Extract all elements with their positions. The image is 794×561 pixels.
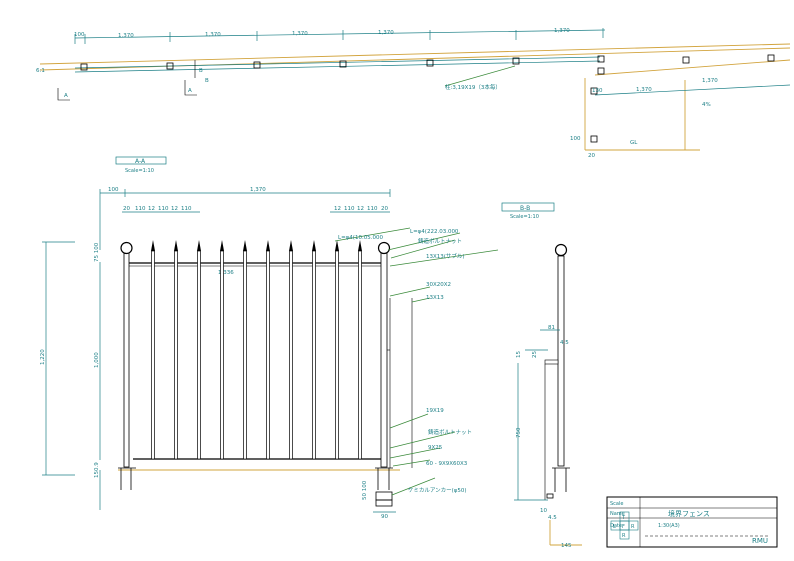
plan-small-dim-3: 20 <box>588 153 595 159</box>
aa-dim-bottom-gap: 150.9 <box>94 462 100 478</box>
plan-dim-5: 1,370 <box>554 28 570 34</box>
aa-sub-l2: 12 <box>148 206 155 212</box>
fence-picket <box>335 240 339 460</box>
aa-note-5: 13X13 <box>426 295 444 301</box>
aa-sub-r2: 12 <box>357 206 364 212</box>
aa-sub-l3: 110 <box>158 206 169 212</box>
fence-picket <box>220 240 224 460</box>
aa-sub-r0: 12 <box>334 206 341 212</box>
aa-note-0: L=φ4(10.05.000 <box>338 235 383 241</box>
aa-dim-panel-height: 1,000 <box>94 352 100 368</box>
aa-dim-100: 100 <box>108 187 119 193</box>
bb-dim-3: 25 <box>532 351 538 358</box>
plan-post-note: 柱:3,19X19（3本毎） <box>445 83 501 91</box>
view-bb-section: B-B Scale=1:10 81 4.5 15 25 750 10 4.5 1… <box>501 202 582 549</box>
bb-dim-2: 15 <box>516 351 522 358</box>
tb-name: 境界フェンス <box>668 509 710 518</box>
plan-dim-right: 1,370 <box>636 87 652 93</box>
aa-sub-l4: 12 <box>171 206 178 212</box>
fence-picket <box>358 240 362 460</box>
bb-dim-7: 145 <box>561 543 572 549</box>
aa-note-2: 鋳造ボルトナット <box>418 237 462 245</box>
plan-small-dim: 130 <box>592 88 603 94</box>
fence-picket <box>174 240 178 460</box>
bb-dim-1: 4.5 <box>560 340 569 346</box>
plan-section-mark-a1: A <box>64 93 68 99</box>
plan-dim-4: 1,370 <box>378 30 394 36</box>
bb-dim-0: 81 <box>548 325 555 331</box>
fence-picket <box>312 240 316 460</box>
tb-view-l: L <box>613 524 616 530</box>
view-aa-scale: Scale=1:10 <box>125 168 154 174</box>
aa-note-3: 13X13(サブル) <box>426 252 465 260</box>
tb-view-r: R <box>631 524 635 530</box>
tb-view-t: T <box>621 515 626 521</box>
plan-dim-0: 100 <box>74 32 85 38</box>
fence-picket <box>151 240 155 460</box>
plan-section-mark-a2: A <box>188 88 192 94</box>
aa-pickets <box>151 240 362 460</box>
aa-sub-l0: 20 <box>123 206 130 212</box>
plan-small-dim-2: 100 <box>570 136 581 142</box>
fence-picket <box>197 240 201 460</box>
view-bb-title-text: B-B <box>520 205 530 212</box>
tb-row-scale: Scale <box>610 501 623 507</box>
plan-section-mark-b2: B <box>205 78 209 84</box>
plan-left-dim: 6:1 <box>36 68 45 74</box>
bb-dim-4: 750 <box>516 427 522 438</box>
aa-note-9: 60 - 9X9X60X3 <box>426 461 468 467</box>
bb-dim-6: 4.5 <box>548 515 557 521</box>
aa-note-7: 鋳造ボルトナット <box>428 428 472 436</box>
view-bb-scale: Scale=1:10 <box>510 214 539 220</box>
aa-dim-rail-width: 1,336 <box>218 270 234 276</box>
aa-note-10: ケミカルアンカー(φ50) <box>408 487 467 494</box>
aa-sub-r3: 110 <box>367 206 378 212</box>
fence-picket <box>243 240 247 460</box>
tb-scale-value: 1:30(A3) <box>658 523 680 529</box>
tb-view-f: F <box>622 524 625 530</box>
view-aa-title: A-A Scale=1:10 <box>115 156 167 174</box>
aa-note-1: L=φ4(222.03.000 <box>410 229 459 235</box>
view-aa-title-text: A-A <box>135 158 146 165</box>
aa-sub-r1: 110 <box>344 206 355 212</box>
plan-dim-right-2: 1,370 <box>702 78 718 84</box>
aa-sub-l1: 110 <box>135 206 146 212</box>
aa-dim-total-height: 1,220 <box>40 349 46 365</box>
bb-dim-5: 10 <box>540 508 547 514</box>
tb-company: RMU <box>752 537 768 545</box>
fence-picket <box>266 240 270 460</box>
aa-dim-base-width: 90 <box>381 514 388 520</box>
plan-ramp-label: 4% <box>702 102 711 108</box>
tb-view-r2: R <box>622 533 626 539</box>
aa-note-8: 9X25 <box>428 445 443 451</box>
plan-gl-label: GL <box>630 140 638 146</box>
plan-view: 100 1,370 1,370 1,370 1,370 1,370 A <box>36 28 791 159</box>
aa-dim-top-left: 75 100 <box>94 242 100 262</box>
aa-note-6: 19X19 <box>426 408 444 414</box>
tb-row-name: Name <box>610 511 625 517</box>
aa-dim-post-bottom: 50 100 <box>362 480 368 500</box>
title-block: Scale Name Date 境界フェンス 1:30(A3) RMU T L … <box>606 496 778 548</box>
aa-note-4: 30X20X2 <box>426 282 451 288</box>
plan-section-mark-b1: B <box>199 68 203 74</box>
plan-dim-3: 1,370 <box>292 31 308 37</box>
view-aa-elevation: 100 1,370 20 110 12 110 12 110 12 110 12… <box>40 187 499 520</box>
plan-posts <box>80 54 775 143</box>
plan-dim-1: 1,370 <box>118 33 134 39</box>
fence-picket <box>289 240 293 460</box>
tb-row-date: Date <box>610 523 622 529</box>
plan-dim-2: 1,370 <box>205 32 221 38</box>
aa-sub-l5: 110 <box>181 206 192 212</box>
aa-sub-r4: 20 <box>381 206 388 212</box>
aa-dim-1370: 1,370 <box>250 187 266 193</box>
